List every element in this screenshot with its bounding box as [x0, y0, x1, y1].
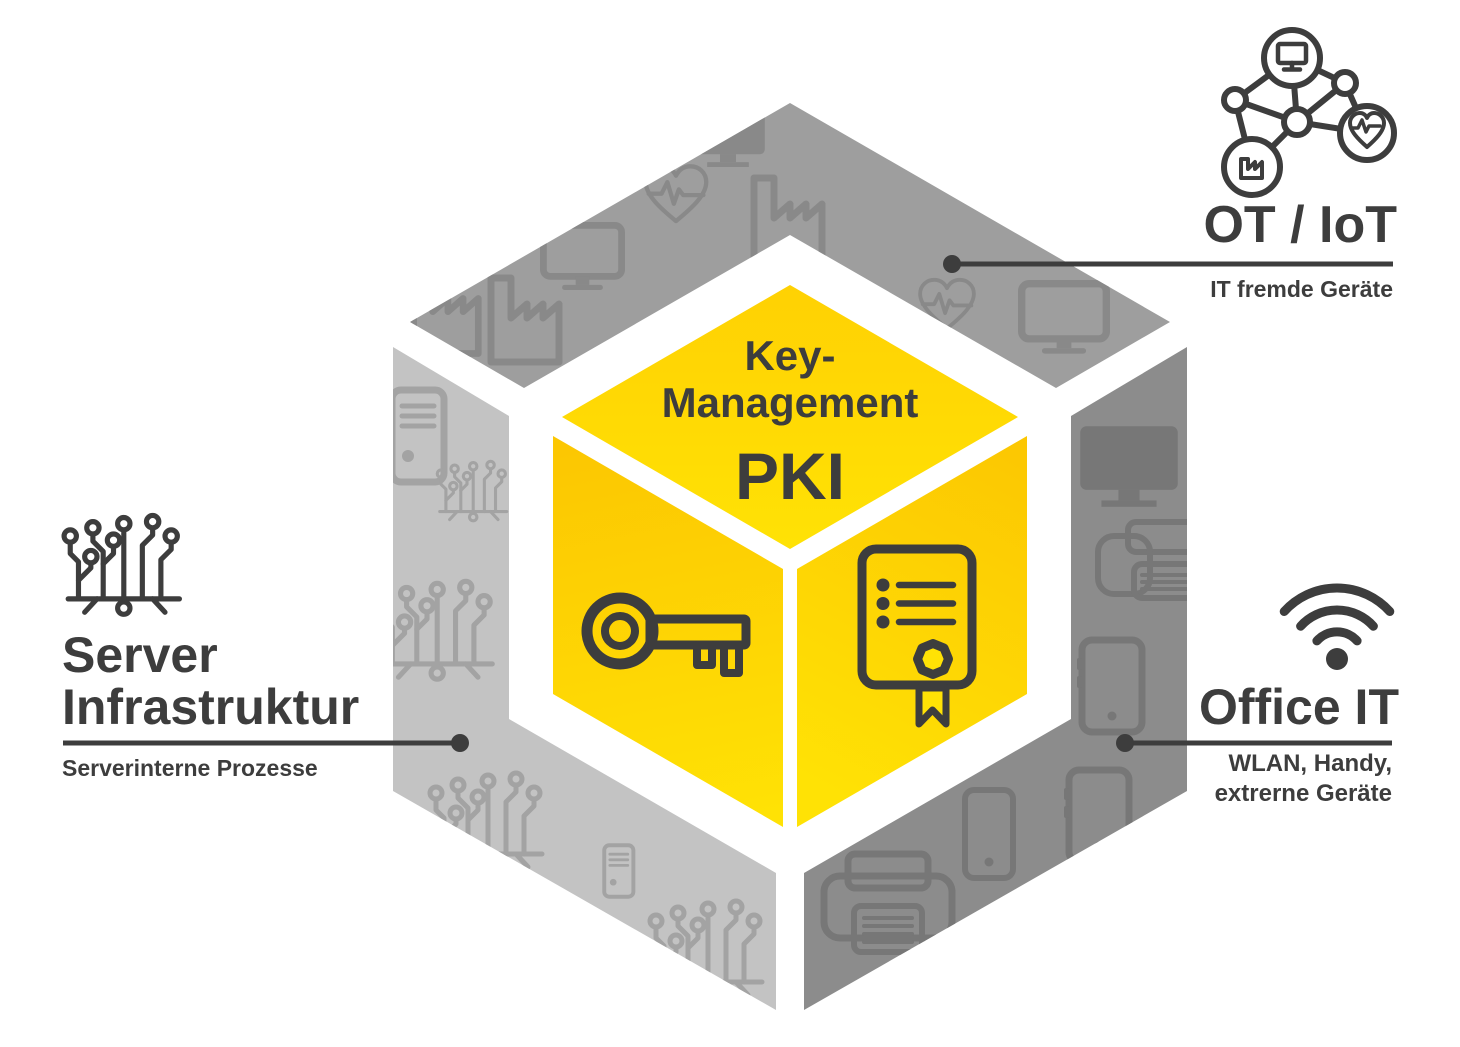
factory-icon	[1239, 157, 1264, 180]
monitor-icon	[1275, 41, 1309, 72]
ot-iot-connector-dot	[943, 255, 961, 273]
cube-right-face	[797, 436, 1027, 827]
circuit-tree-icon	[64, 515, 179, 614]
office-it-subtitle-line1: WLAN, Handy,	[1228, 750, 1392, 777]
cube-left-face	[553, 436, 783, 827]
cube-title-line2: Management	[661, 379, 919, 426]
office-it-connector-dot	[1116, 734, 1134, 752]
certificate-icon	[857, 544, 977, 728]
server-connector-dot	[451, 734, 469, 752]
key-icon	[581, 592, 751, 677]
wifi-icon	[1279, 583, 1395, 670]
cube-top-face	[562, 285, 1018, 549]
server-subtitle: Serverinterne Prozesse	[62, 755, 318, 781]
office-it-subtitle-line2: extrerne Geräte	[1214, 780, 1392, 807]
office-it-title: Office IT	[1198, 679, 1399, 735]
heart-pulse-icon	[1348, 111, 1386, 149]
segment-office-it	[804, 347, 1187, 1010]
server-title-line2: Infrastruktur	[62, 679, 360, 735]
cube-title-line1: Key-	[744, 332, 836, 379]
connected-devices-network-icon	[1221, 27, 1397, 198]
server-title-line1: Server	[62, 627, 218, 683]
ot-iot-subtitle: IT fremde Geräte	[1210, 276, 1393, 302]
segment-ot-iot	[410, 103, 1170, 388]
ot-iot-title: OT / IoT	[1203, 196, 1397, 254]
monitor-icon	[941, 113, 1017, 176]
cube-title-pki: PKI	[734, 439, 846, 513]
